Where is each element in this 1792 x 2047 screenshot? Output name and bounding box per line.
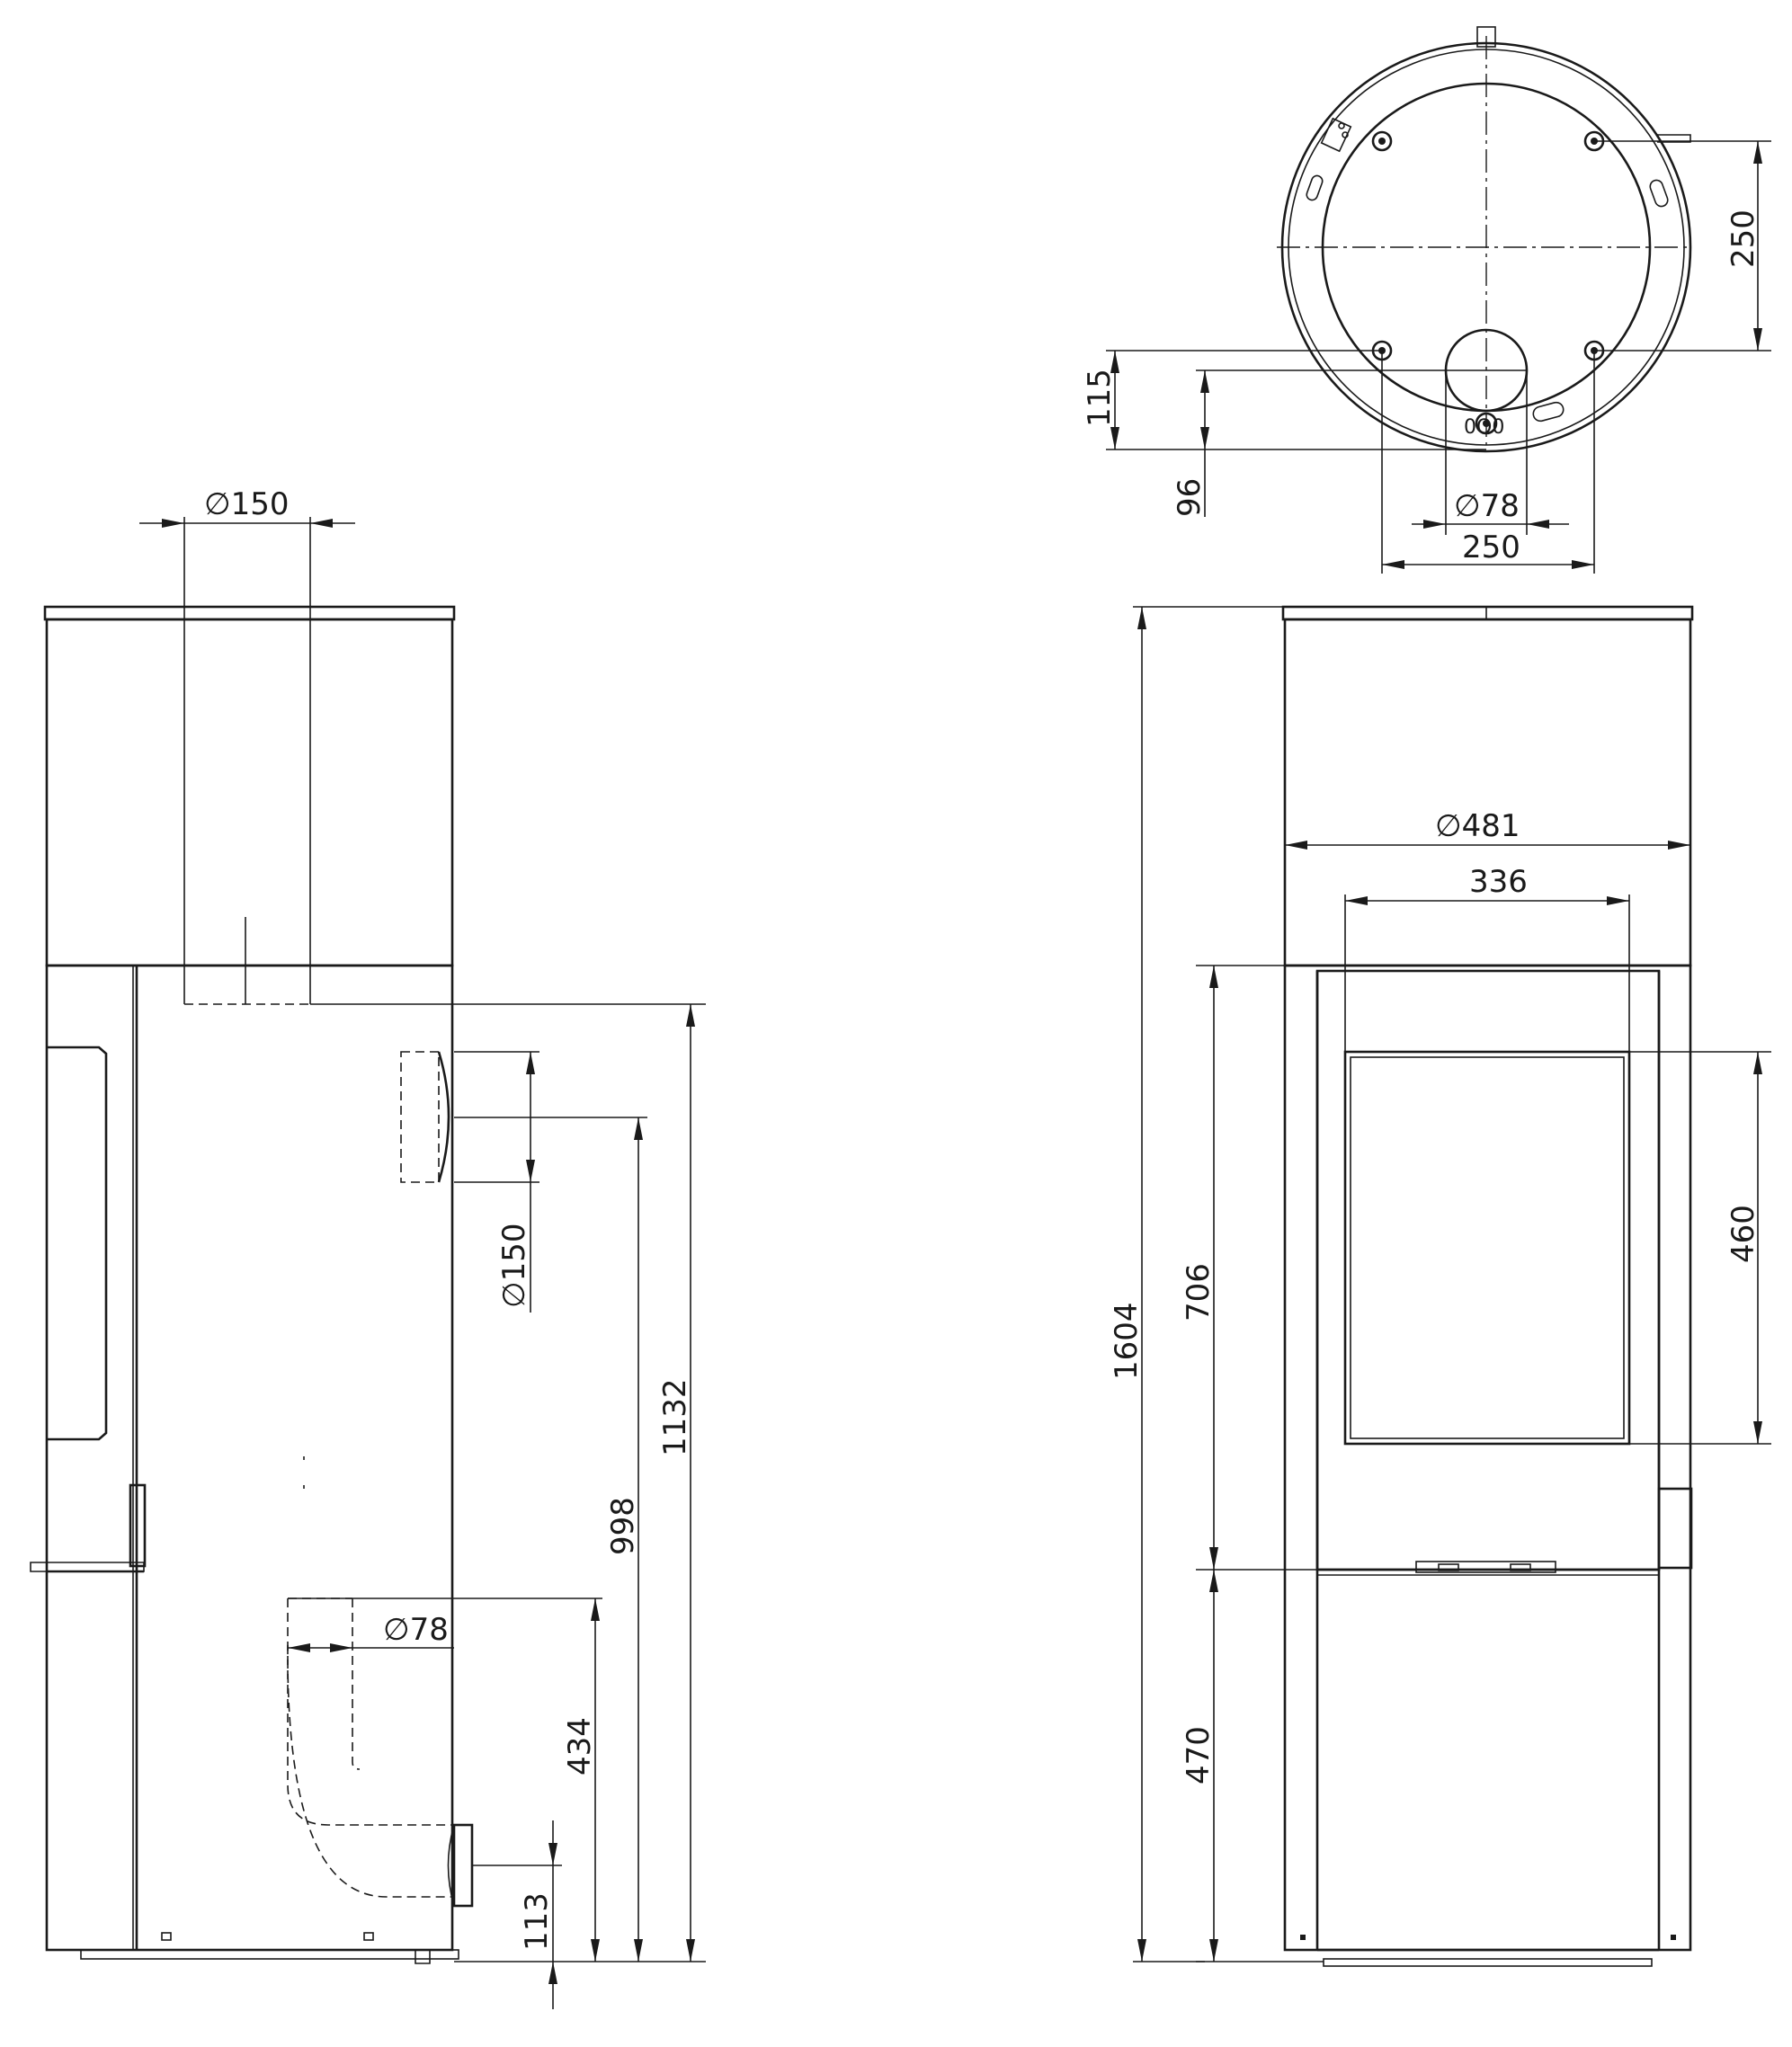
front-door-handle: [1657, 1487, 1693, 1570]
dim-bolt-spacing-depth: 250: [1725, 209, 1761, 268]
dim-flue-top-diameter: ∅150: [204, 486, 290, 522]
dim-offset-115: 115: [1082, 369, 1118, 427]
side-rear-flue-outline: [400, 1051, 440, 1183]
side-top-plate: [43, 605, 456, 621]
top-control-knob: [1475, 412, 1498, 435]
side-air-inlet-stub: [452, 1823, 474, 1908]
dim-flue-rear-diameter: ∅150: [496, 1223, 532, 1308]
front-glass: [1343, 1050, 1631, 1446]
dim-body-diameter: ∅481: [1435, 808, 1520, 844]
dim-base-height: 470: [1181, 1726, 1217, 1784]
dim-total-height: 1604: [1109, 1302, 1145, 1380]
dim-firebox-height: 706: [1181, 1263, 1217, 1322]
front-view: ∅481 336 460 706 470 1604: [1109, 605, 1771, 1967]
side-main-body: [45, 964, 454, 1952]
front-air-control: [1415, 1561, 1556, 1573]
front-top-plate: [1281, 605, 1694, 621]
top-bolts: [1371, 130, 1605, 361]
dim-top-air-inlet-diameter: ∅78: [1454, 488, 1520, 524]
dim-height-top-flue: 1132: [657, 1378, 693, 1456]
side-view: ∅150 1132 998 ∅150 ∅78 434: [30, 486, 706, 2009]
side-base: [80, 1949, 459, 1960]
dim-door-width: 336: [1469, 864, 1528, 900]
dim-height-air-inlet-bottom: 113: [519, 1892, 555, 1951]
dim-bolt-spacing-width: 250: [1462, 530, 1520, 565]
side-rear-flue-cap: [437, 1051, 450, 1183]
dim-height-rear-flue: 998: [605, 1497, 641, 1555]
side-upper-body: [45, 618, 454, 967]
side-door-glass: [47, 1046, 108, 1441]
top-control-label: 0O0: [1464, 416, 1504, 439]
front-door: [1315, 969, 1661, 1571]
side-air-duct-inner: [287, 1598, 454, 1826]
dim-air-inlet-diameter: ∅78: [383, 1612, 449, 1648]
top-view: 0O0 250 250 ∅78 115 96: [1082, 26, 1771, 574]
dim-glass-height: 460: [1725, 1205, 1761, 1263]
dim-offset-96: 96: [1172, 478, 1208, 517]
dim-height-air-inlet: 434: [562, 1717, 598, 1776]
side-door-handle: [129, 1483, 147, 1568]
front-base: [1323, 1958, 1653, 1967]
